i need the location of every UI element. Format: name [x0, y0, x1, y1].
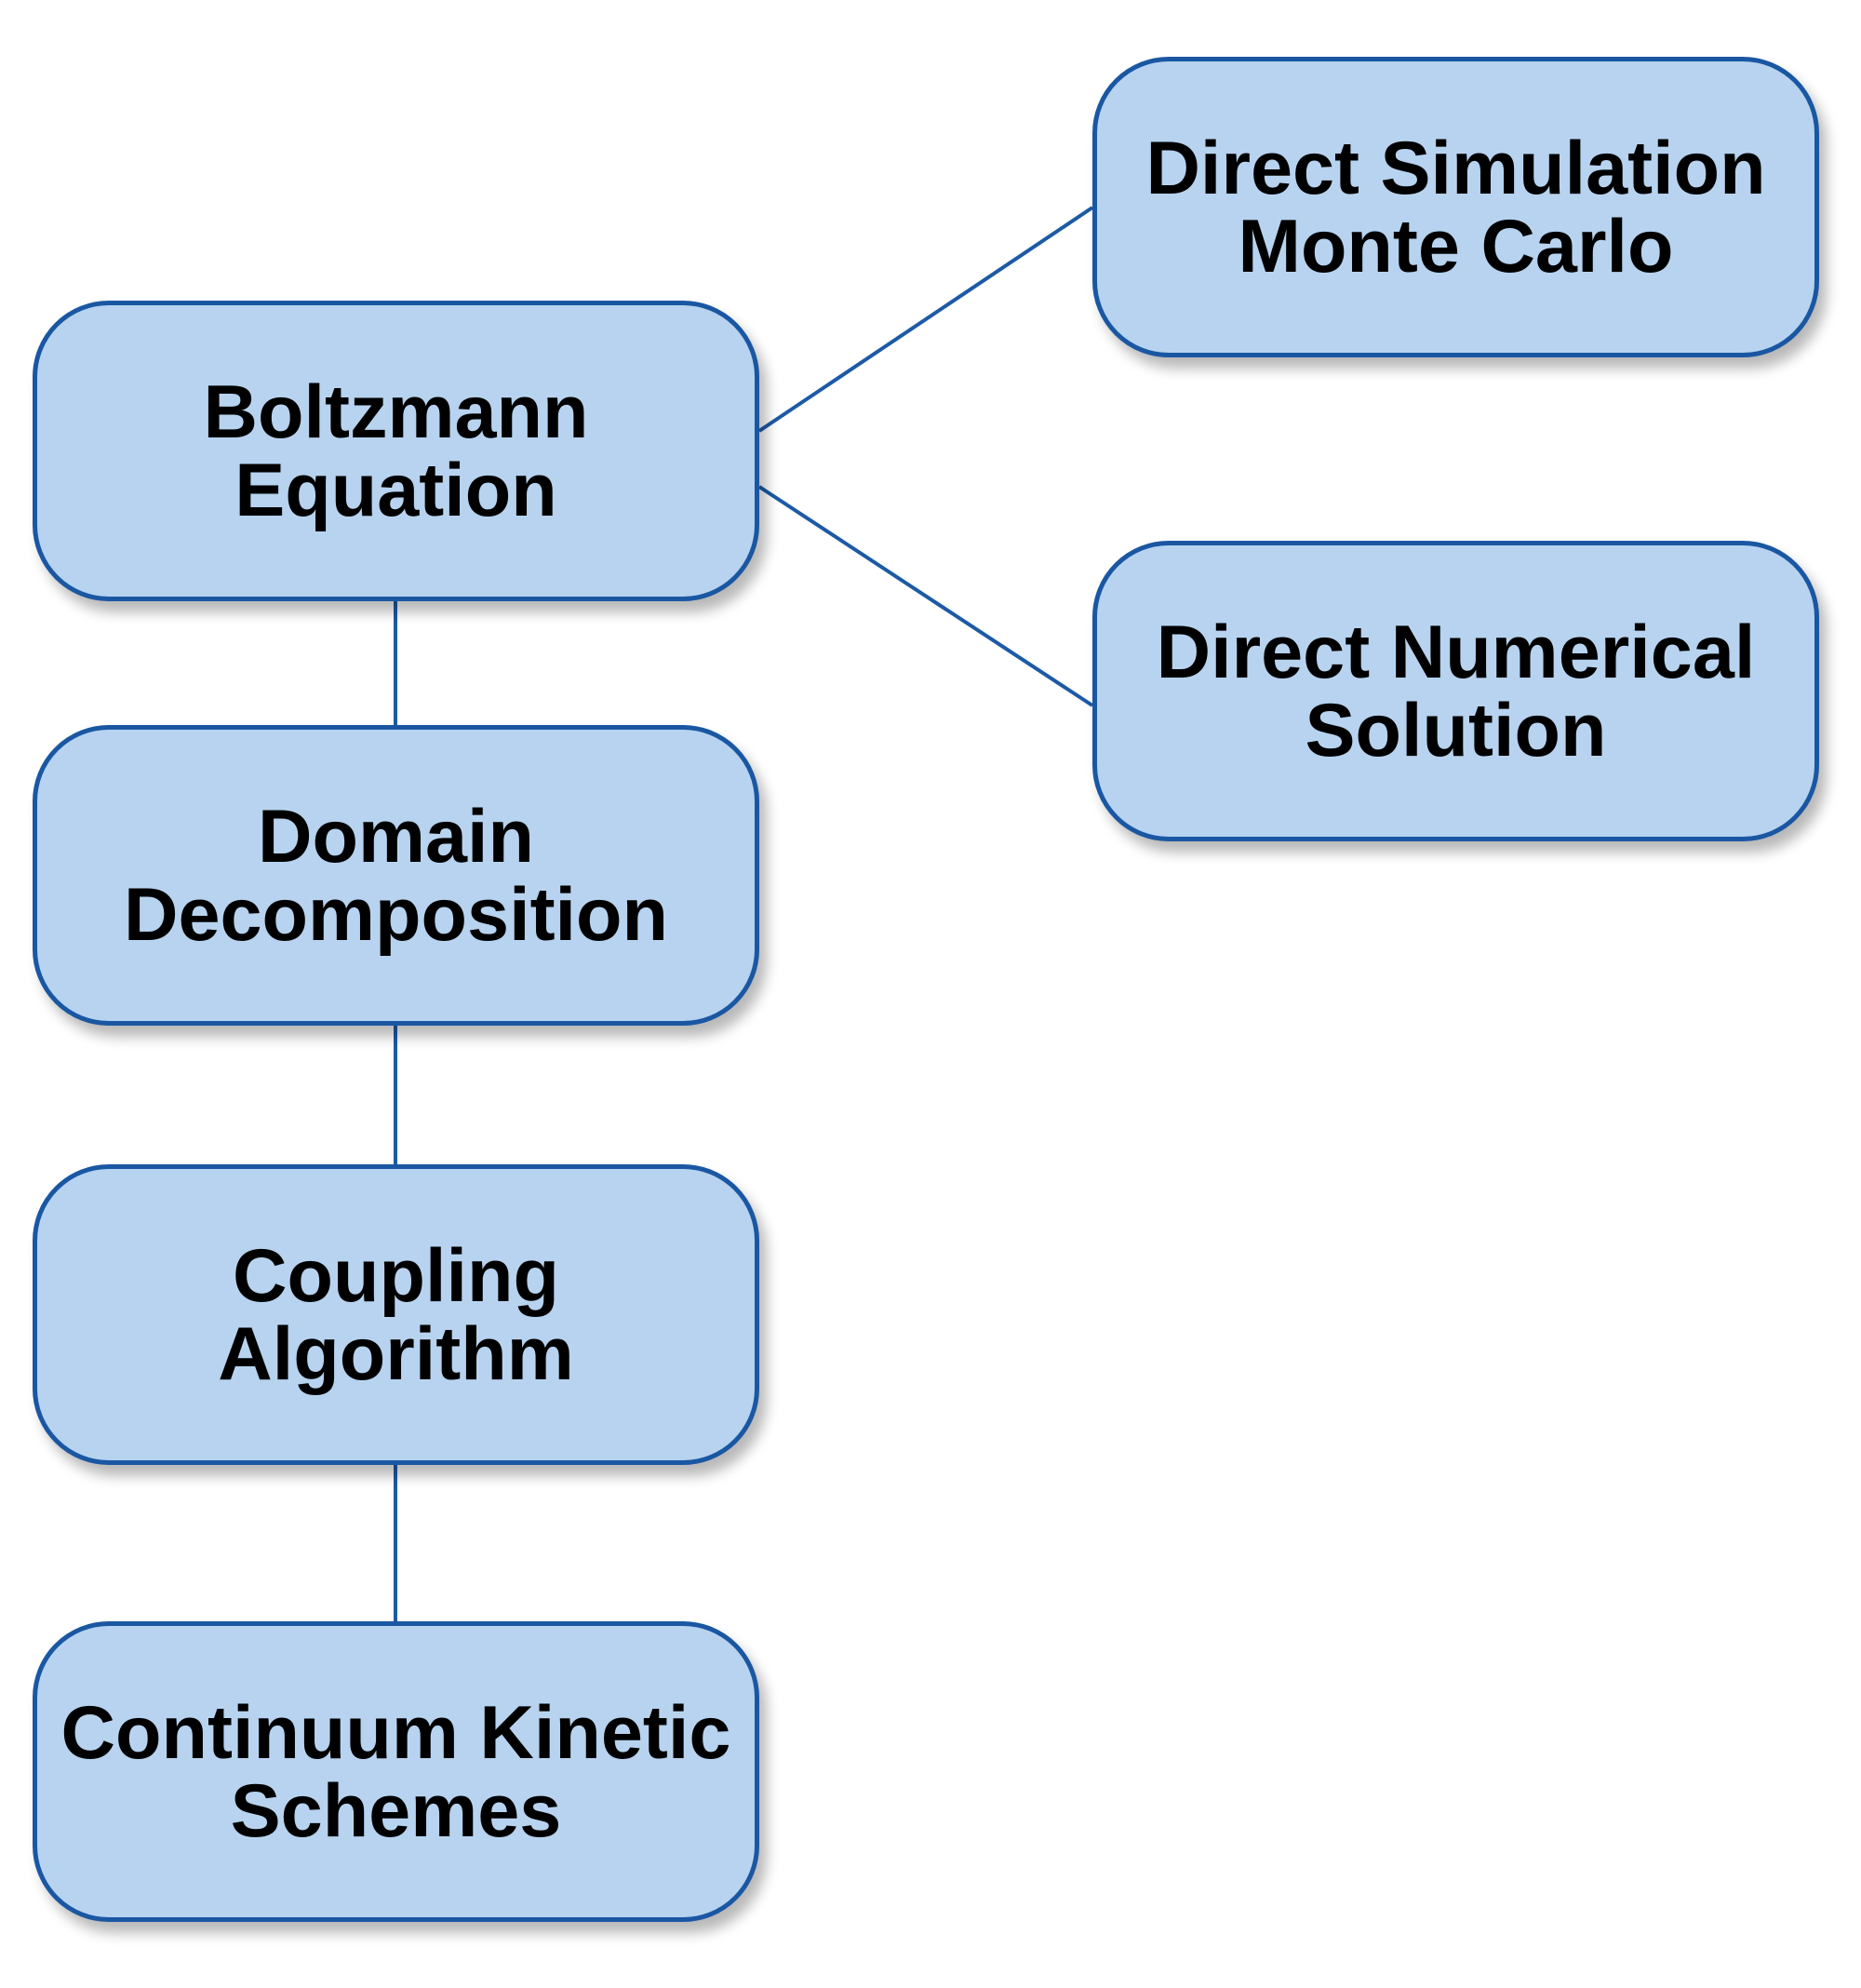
node-direct-simulation-monte-carlo[interactable]: Direct Simulation Monte Carlo — [1092, 57, 1819, 357]
connector-boltzmann-dns — [757, 485, 1094, 707]
node-coupling-algorithm[interactable]: Coupling Algorithm — [33, 1164, 759, 1465]
node-label-line2: Algorithm — [218, 1311, 574, 1396]
node-boltzmann-equation[interactable]: Boltzmann Equation — [33, 301, 759, 601]
node-label-line2: Solution — [1305, 688, 1607, 772]
node-continuum-kinetic-schemes[interactable]: Continuum Kinetic Schemes — [33, 1621, 759, 1922]
node-label-line1: Domain — [257, 794, 535, 879]
node-label-line2: Schemes — [230, 1768, 562, 1853]
node-label-line1: Continuum Kinetic — [60, 1690, 731, 1775]
node-label-line1: Boltzmann — [203, 369, 589, 454]
node-label-line2: Equation — [234, 448, 557, 532]
node-label-line2: Monte Carlo — [1238, 204, 1674, 289]
node-label-line1: Coupling — [233, 1233, 559, 1318]
connector-boltzmann-dsmc — [757, 206, 1094, 433]
node-domain-decomposition[interactable]: Domain Decomposition — [33, 725, 759, 1026]
node-label-line2: Decomposition — [123, 872, 669, 957]
node-direct-numerical-solution[interactable]: Direct Numerical Solution — [1092, 541, 1819, 841]
node-label-line1: Direct Simulation — [1145, 126, 1766, 210]
node-label-line1: Direct Numerical — [1156, 610, 1756, 694]
